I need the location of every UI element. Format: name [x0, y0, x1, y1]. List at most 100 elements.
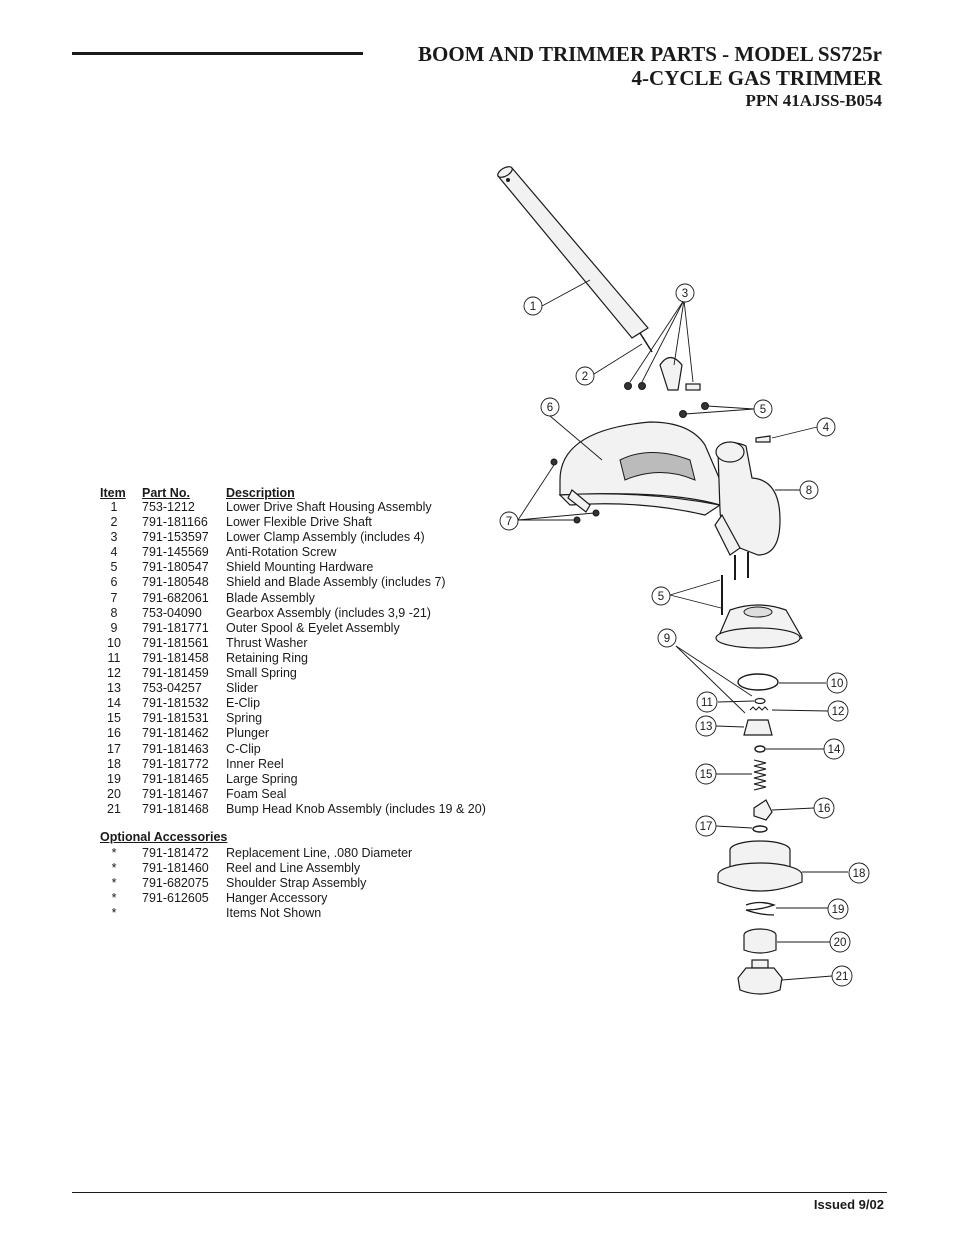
item-number: 8: [110, 605, 118, 620]
svg-text:8: 8: [806, 485, 812, 497]
outer-spool: [715, 604, 803, 649]
part-number: 791-181166: [142, 515, 208, 530]
part-description: Large Spring: [226, 771, 298, 786]
bottom-rule: [72, 1192, 887, 1193]
item-number: 20: [107, 786, 121, 801]
top-rule: [72, 52, 363, 55]
part-description: Slider: [226, 681, 258, 696]
part-number: 791-181468: [142, 801, 209, 816]
table-row: 13 753-04257 Slider: [100, 681, 526, 696]
part-description: E-Clip: [226, 696, 261, 711]
item-number: 15: [107, 711, 121, 726]
part-description: Reel and Line Assembly: [226, 861, 361, 876]
header-description: Description: [226, 486, 295, 500]
parts-list-header: Item Part No. Description: [100, 483, 526, 500]
svg-text:4: 4: [823, 422, 830, 434]
optional-accessories-heading: Optional Accessories: [100, 829, 228, 844]
drive-shaft-housing: [497, 166, 653, 353]
part-description: C-Clip: [226, 741, 261, 756]
item-number: 13: [107, 681, 121, 696]
part-number: 791-181531: [142, 711, 209, 726]
item-number: 5: [110, 560, 118, 575]
callout-13: 13: [695, 715, 717, 737]
part-number: 791-682061: [142, 590, 209, 605]
part-description: Blade Assembly: [226, 590, 315, 605]
page-title: BOOM AND TRIMMER PARTS - MODEL SS725r: [417, 42, 882, 66]
part-description: Lower Flexible Drive Shaft: [226, 515, 372, 530]
table-row: * Items Not Shown: [100, 906, 526, 921]
page-subtitle: 4-CYCLE GAS TRIMMER: [631, 66, 882, 90]
part-number: 791-181459: [142, 666, 209, 681]
bump-head-knob: [737, 959, 783, 995]
item-number: *: [111, 861, 117, 876]
part-number: 753-04090: [142, 605, 202, 620]
svg-text:17: 17: [700, 821, 713, 833]
part-description: Items Not Shown: [226, 906, 322, 921]
part-number: 791-181458: [142, 650, 209, 665]
item-number: 18: [107, 756, 121, 771]
part-number: 791-145569: [142, 545, 209, 560]
svg-text:11: 11: [701, 697, 713, 709]
shield: [550, 421, 722, 524]
part-description: Hanger Accessory: [226, 891, 328, 906]
callout-15: 15: [695, 763, 717, 785]
table-row: 1 753-1212 Lower Drive Shaft Housing Assem…: [100, 500, 526, 515]
part-number: 791-180547: [142, 560, 209, 575]
callout-7: 7: [499, 511, 519, 531]
part-number: 791-180548: [142, 575, 209, 590]
part-number: 791-612605: [142, 891, 209, 906]
callout-12: 12: [827, 700, 849, 722]
svg-text:3: 3: [682, 288, 688, 300]
callout-14: 14: [823, 738, 845, 760]
callout-5-upper: 5: [753, 399, 773, 419]
svg-text:12: 12: [832, 706, 845, 718]
svg-text:14: 14: [828, 744, 841, 756]
callout-19: 19: [827, 898, 849, 920]
part-description: Lower Drive Shaft Housing Assembly: [226, 500, 432, 514]
part-description: Shield Mounting Hardware: [226, 560, 374, 575]
callout-3: 3: [675, 283, 695, 303]
callout-20: 20: [829, 931, 851, 953]
part-description: Foam Seal: [226, 786, 287, 801]
item-number: 1: [110, 500, 118, 514]
part-description: Small Spring: [226, 666, 297, 681]
callout-6: 6: [540, 397, 560, 417]
item-number: *: [111, 906, 117, 921]
part-description: Plunger: [226, 726, 270, 741]
svg-text:1: 1: [530, 301, 536, 313]
ppn-number: PPN 41AJSS-B054: [745, 91, 882, 110]
callout-16: 16: [813, 797, 835, 819]
item-number: 4: [110, 545, 118, 560]
issued-date: Issued 9/02: [813, 1197, 884, 1212]
svg-text:15: 15: [700, 769, 713, 781]
item-number: 3: [110, 530, 118, 545]
callout-17: 17: [695, 815, 717, 837]
part-number: 791-181771: [142, 620, 209, 635]
part-number: 791-181772: [142, 756, 209, 771]
part-description: Replacement Line, .080 Diameter: [226, 845, 413, 860]
svg-text:19: 19: [832, 904, 845, 916]
part-number: 753-1212: [142, 500, 195, 514]
part-description: Inner Reel: [226, 756, 284, 771]
svg-text:6: 6: [547, 402, 553, 414]
callout-21: 21: [831, 965, 853, 987]
parts-rows: 1 753-1212 Lower Drive Shaft Housing Assem…: [100, 500, 526, 817]
svg-text:2: 2: [582, 371, 588, 383]
part-number: 753-04257: [142, 681, 202, 696]
table-row: 7 791-682061 Blade Assembly: [100, 591, 526, 606]
callout-11: 11: [696, 691, 718, 713]
item-number: 17: [107, 741, 121, 756]
part-number: 791-181561: [142, 635, 209, 650]
header-item: Item: [100, 486, 126, 500]
item-number: 7: [110, 590, 118, 605]
